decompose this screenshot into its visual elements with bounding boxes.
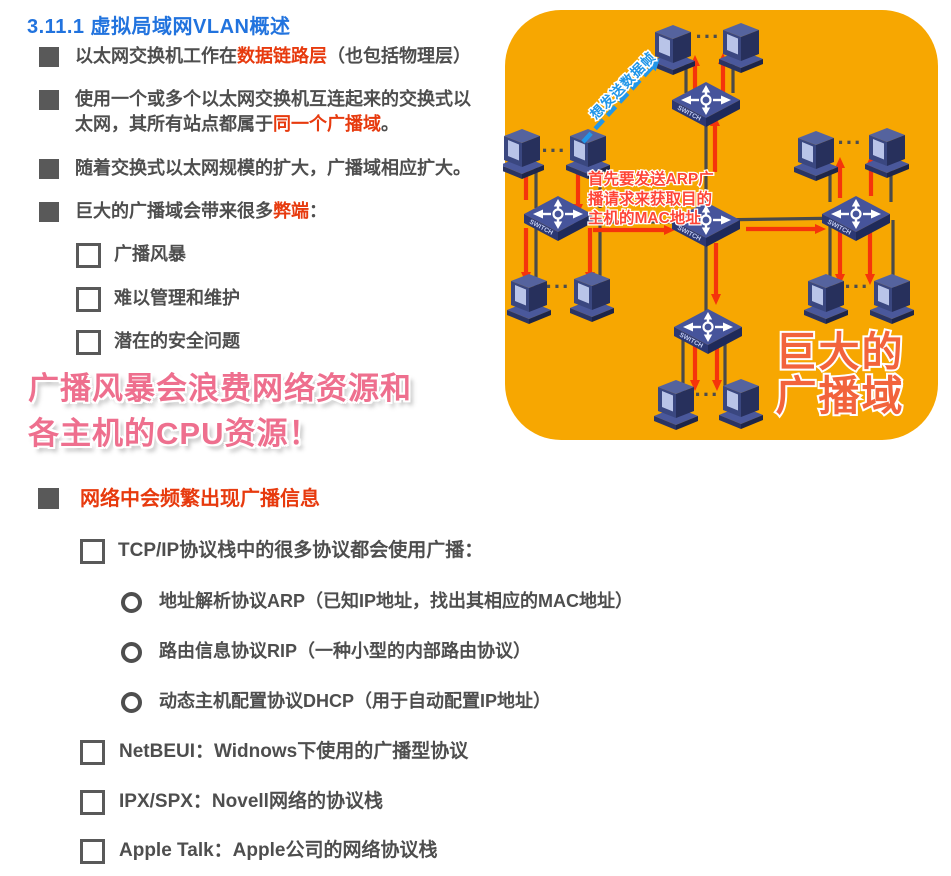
circle-bullet-icon — [121, 642, 142, 663]
computer-icon — [500, 129, 544, 179]
switch-icon: SWITCH — [674, 309, 742, 354]
bullet-text-post: （也包括物理层） — [327, 46, 471, 66]
ellipsis-dots: ··· — [695, 382, 720, 407]
ellipsis-dots: ··· — [546, 274, 571, 299]
big-broadcast-domain-label: 巨大的 — [776, 329, 905, 375]
bullet-square-icon — [39, 159, 59, 179]
checkbox-square-icon — [76, 287, 101, 312]
bullet-text-post: ： — [309, 201, 327, 221]
drawback-text: 难以管理和维护 — [114, 288, 240, 308]
checkbox-square-icon — [76, 243, 101, 268]
tcpip-text: TCP/IP协议栈中的很多协议都会使用广播： — [118, 540, 484, 561]
protocol-text: 动态主机配置协议DHCP（用于自动配置IP地址） — [159, 691, 552, 711]
computer-icon — [570, 272, 614, 322]
checkbox-square-icon — [80, 539, 105, 564]
broadcast-domain-diagram: SWITCH SWITCH SWITCH — [500, 8, 943, 446]
bullet-text-pre: 巨大的广播域会带来很多 — [75, 201, 273, 221]
bullet-square-icon — [39, 90, 59, 110]
switch-icon: SWITCH — [672, 82, 740, 127]
checkbox-square-icon — [80, 839, 105, 864]
bullet-item: 随着交换式以太网规模的扩大，广播域相应扩大。 — [39, 156, 480, 181]
computer-icon — [719, 379, 763, 429]
bullet-square-icon — [39, 202, 59, 222]
computer-icon — [719, 23, 763, 73]
ellipsis-dots: ··· — [838, 130, 863, 155]
checkbox-square-icon — [80, 790, 105, 815]
bullet-text-pre: 随着交换式以太网规模的扩大，广播域相应扩大。 — [75, 158, 471, 178]
other-protocol-item: IPX/SPX：Novell网络的协议栈 — [80, 789, 383, 815]
ellipsis-dots: ··· — [696, 24, 721, 49]
big-broadcast-domain-label: 广播域 — [776, 373, 905, 419]
other-protocol-text: Apple Talk：Apple公司的网络协议栈 — [119, 840, 438, 861]
bullet-text-pre: 以太网交换机工作在 — [75, 46, 237, 66]
tcpip-item: TCP/IP协议栈中的很多协议都会使用广播： — [80, 538, 483, 564]
computer-icon — [651, 25, 695, 75]
bullet-item: 使用一个或多个以太网交换机互连起来的交换式以太网，其所有站点都属于同一个广播域。 — [39, 87, 480, 137]
drawback-item: 难以管理和维护 — [76, 286, 240, 312]
broadcast-heading: 网络中会频繁出现广播信息 — [38, 488, 320, 510]
protocol-item: 路由信息协议RIP（一种小型的内部路由协议） — [121, 639, 531, 664]
bullet-text-highlight: 同一个广播域 — [273, 114, 381, 134]
drawback-text: 广播风暴 — [114, 244, 186, 264]
broadcast-heading-text: 网络中会频繁出现广播信息 — [80, 488, 320, 510]
drawback-text: 潜在的安全问题 — [114, 331, 240, 351]
checkbox-square-icon — [80, 740, 105, 765]
protocol-item: 动态主机配置协议DHCP（用于自动配置IP地址） — [121, 689, 551, 714]
bullet-text: 随着交换式以太网规模的扩大，广播域相应扩大。 — [75, 156, 480, 181]
bullet-square-icon — [38, 488, 59, 509]
computer-icon — [566, 129, 610, 179]
bullet-item: 以太网交换机工作在数据链路层（也包括物理层） — [39, 44, 480, 69]
warning-line1: 广播风暴会浪费网络资源和 — [28, 371, 412, 406]
protocol-text: 路由信息协议RIP（一种小型的内部路由协议） — [159, 641, 532, 661]
computer-icon — [654, 380, 698, 430]
bullet-text-highlight: 弊端 — [273, 201, 309, 221]
arp-note-line: 主机的MAC地址 — [588, 208, 701, 227]
circle-bullet-icon — [121, 592, 142, 613]
bullet-text: 使用一个或多个以太网交换机互连起来的交换式以太网，其所有站点都属于同一个广播域。 — [75, 87, 480, 137]
bullet-square-icon — [39, 47, 59, 67]
computer-icon — [865, 128, 909, 178]
protocol-item: 地址解析协议ARP（已知IP地址，找出其相应的MAC地址） — [121, 589, 633, 614]
computer-icon — [794, 131, 838, 181]
bullet-text: 以太网交换机工作在数据链路层（也包括物理层） — [75, 44, 480, 69]
bullet-text-post: 。 — [381, 114, 399, 134]
arp-note-line: 首先要发送ARP广 — [588, 169, 714, 188]
other-protocol-text: NetBEUI：Widnows下使用的广播型协议 — [119, 741, 469, 762]
computer-icon — [507, 274, 551, 324]
page-title: 3.11.1 虚拟局域网VLAN概述 — [27, 16, 291, 38]
bullet-text-pre: 使用一个或多个以太网交换机互连起来的交换式以太网，其所有站点都属于 — [75, 89, 471, 134]
warning-line2: 各主机的CPU资源！ — [28, 416, 321, 451]
arp-note-line: 播请求来获取目的 — [588, 189, 712, 208]
other-protocol-item: Apple Talk：Apple公司的网络协议栈 — [80, 838, 437, 864]
computer-icon — [804, 274, 848, 324]
ellipsis-dots: ··· — [845, 274, 870, 299]
bullet-text: 巨大的广播域会带来很多弊端： — [75, 199, 480, 224]
circle-bullet-icon — [121, 692, 142, 713]
checkbox-square-icon — [76, 330, 101, 355]
other-protocol-item: NetBEUI：Widnows下使用的广播型协议 — [80, 739, 468, 765]
ellipsis-dots: ··· — [542, 138, 567, 163]
warning-banner: 广播风暴会浪费网络资源和 各主机的CPU资源！ — [28, 366, 412, 456]
other-protocol-text: IPX/SPX：Novell网络的协议栈 — [119, 791, 383, 812]
drawback-item: 潜在的安全问题 — [76, 329, 240, 355]
protocol-text: 地址解析协议ARP（已知IP地址，找出其相应的MAC地址） — [159, 591, 634, 611]
computer-icon — [870, 274, 914, 324]
drawback-item: 广播风暴 — [76, 242, 186, 268]
bullet-item: 巨大的广播域会带来很多弊端： — [39, 199, 480, 224]
switch-icon: SWITCH — [822, 196, 890, 241]
bullet-text-highlight: 数据链路层 — [237, 46, 327, 66]
